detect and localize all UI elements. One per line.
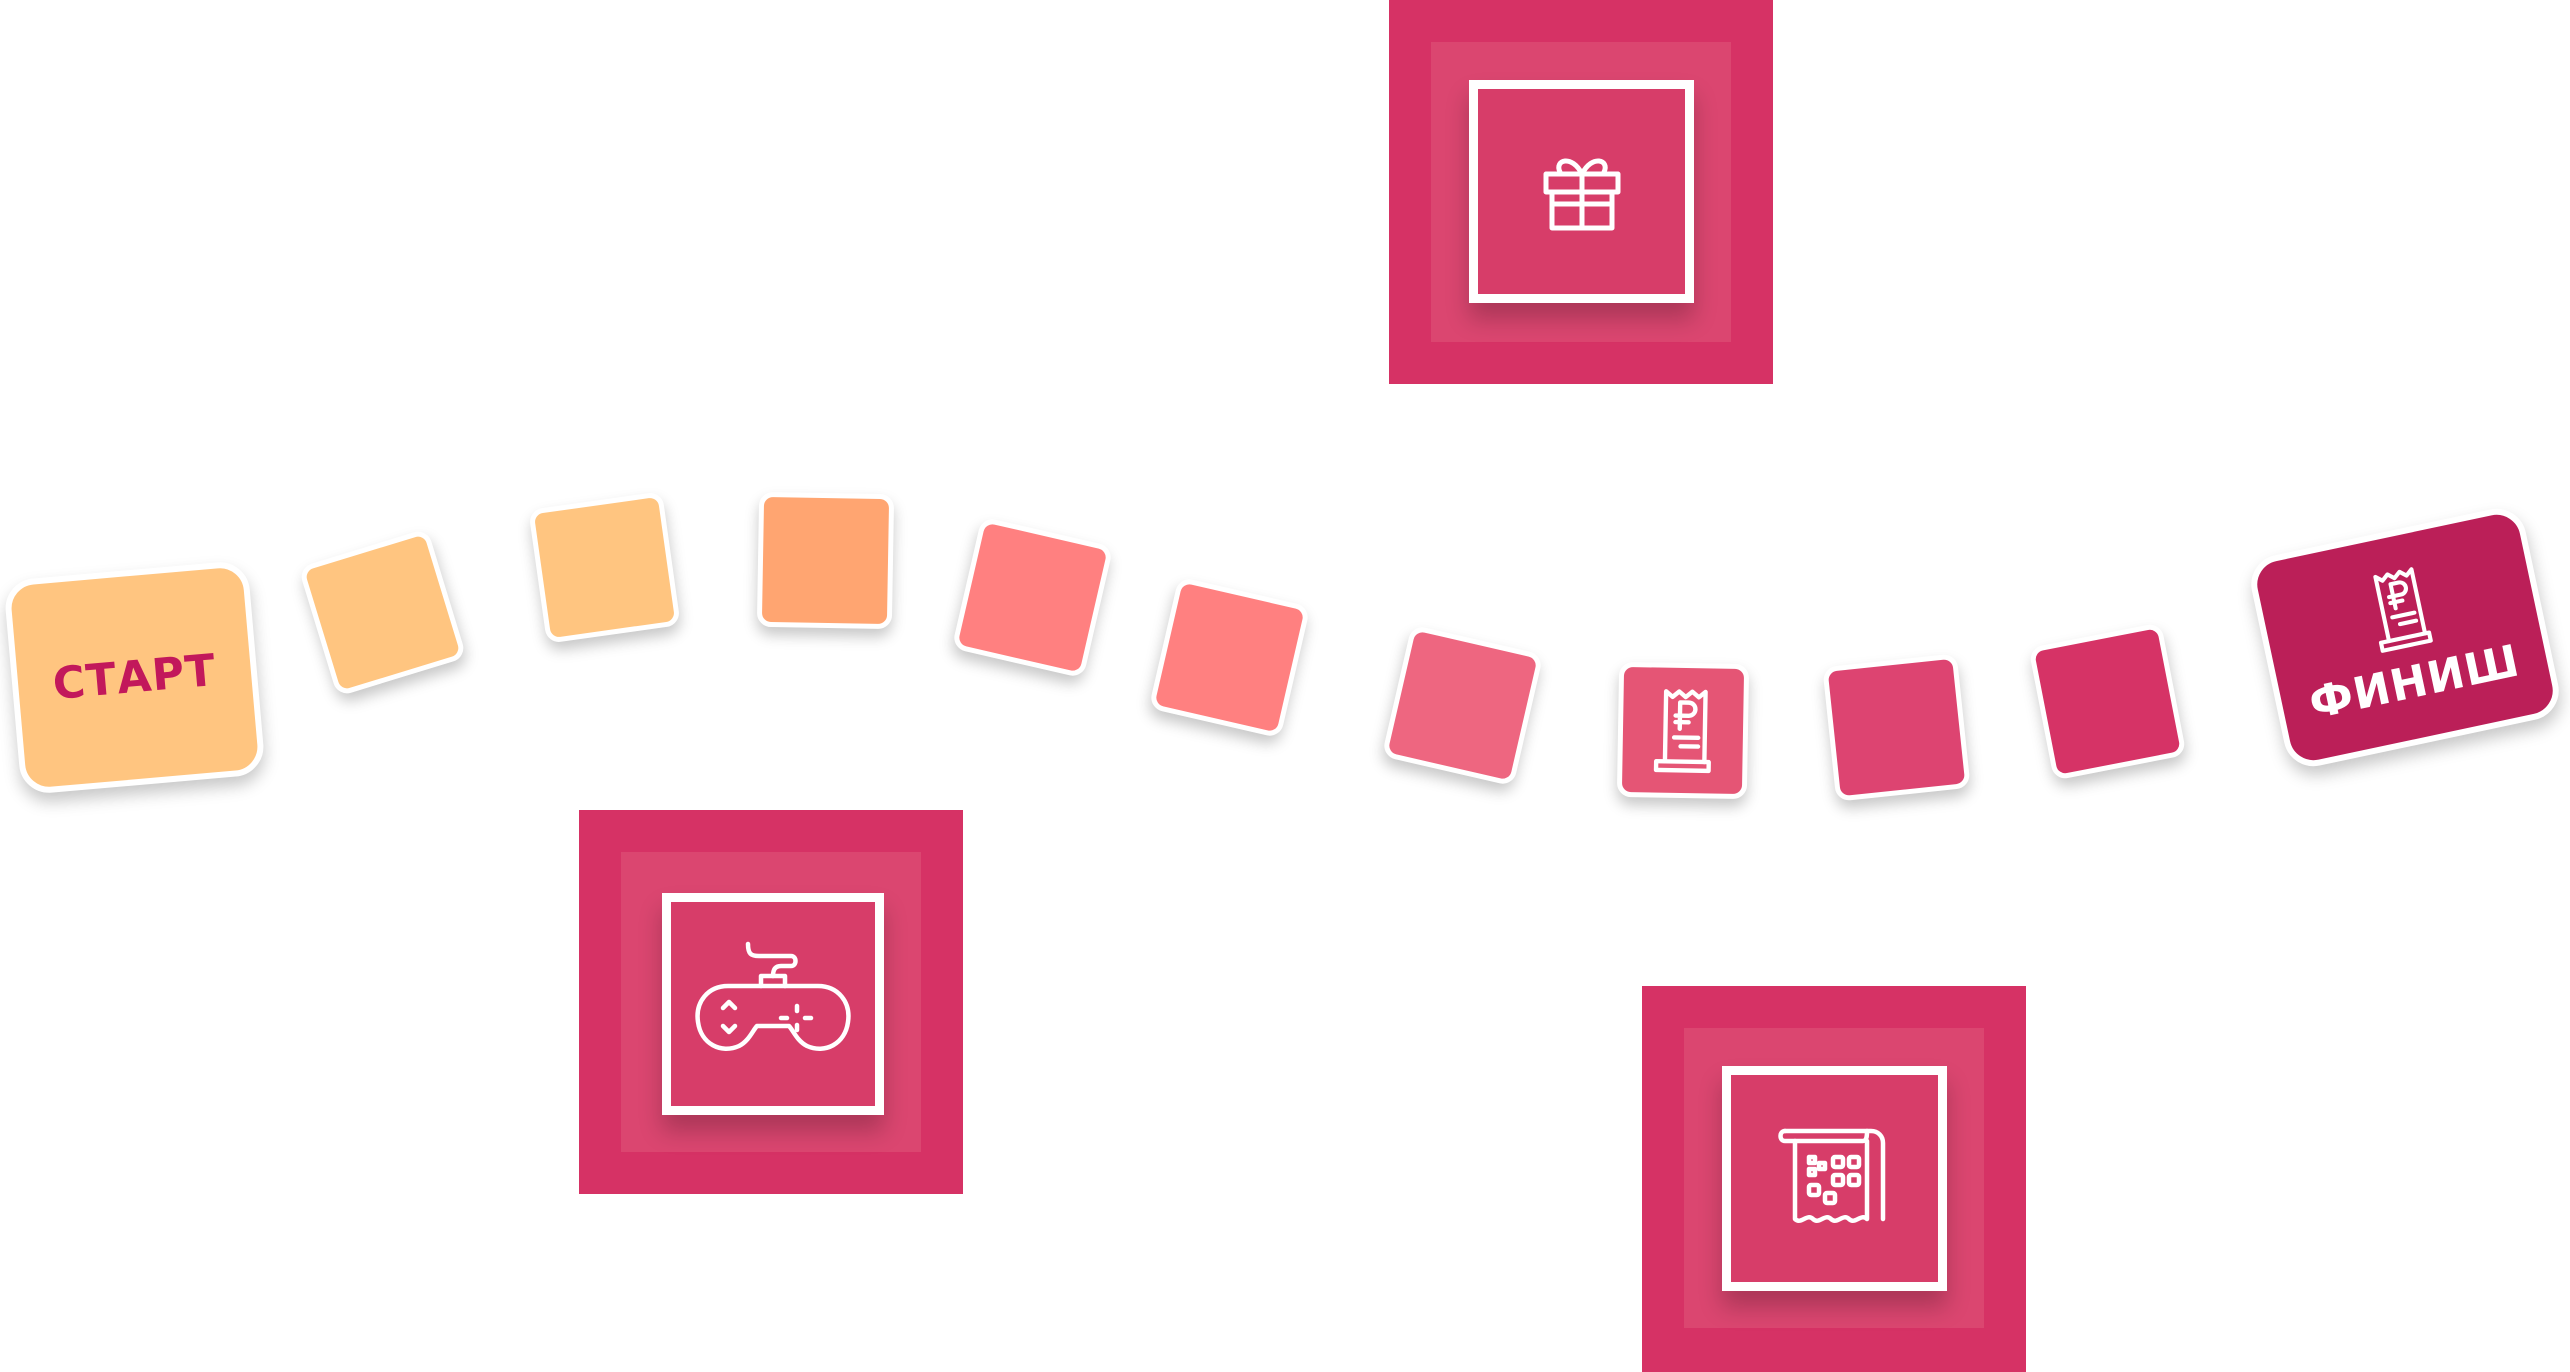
board-tile-1[interactable] — [298, 528, 467, 697]
board-tile-7[interactable] — [1616, 661, 1750, 800]
prize-gift-frame — [1469, 80, 1694, 303]
board-tile-6[interactable] — [1381, 624, 1544, 787]
prize-gamepad-card[interactable] — [579, 810, 963, 1194]
start-label: СТАРТ — [50, 644, 219, 711]
board-tile-2[interactable] — [528, 491, 681, 644]
board-tile-8[interactable] — [1822, 653, 1971, 802]
payment-terminal-icon — [1777, 1128, 1885, 1223]
gamepad-icon — [695, 941, 851, 1051]
board-tile-5[interactable] — [1148, 576, 1311, 739]
gift-icon — [1543, 158, 1620, 230]
receipt-ruble-icon — [1653, 688, 1711, 773]
board-tile-9[interactable] — [2028, 622, 2187, 781]
start-tile[interactable]: СТАРТ — [3, 559, 266, 796]
prize-terminal-card[interactable] — [1642, 986, 2026, 1372]
prize-terminal-frame — [1722, 1066, 1947, 1291]
finish-tile[interactable]: ФИНИШ — [2245, 503, 2565, 772]
prize-gift-card[interactable] — [1389, 0, 1773, 384]
board-tile-4[interactable] — [951, 516, 1114, 679]
prize-gamepad-frame — [662, 893, 884, 1115]
board-tile-3[interactable] — [756, 491, 895, 630]
receipt-ruble-icon — [2373, 567, 2433, 653]
